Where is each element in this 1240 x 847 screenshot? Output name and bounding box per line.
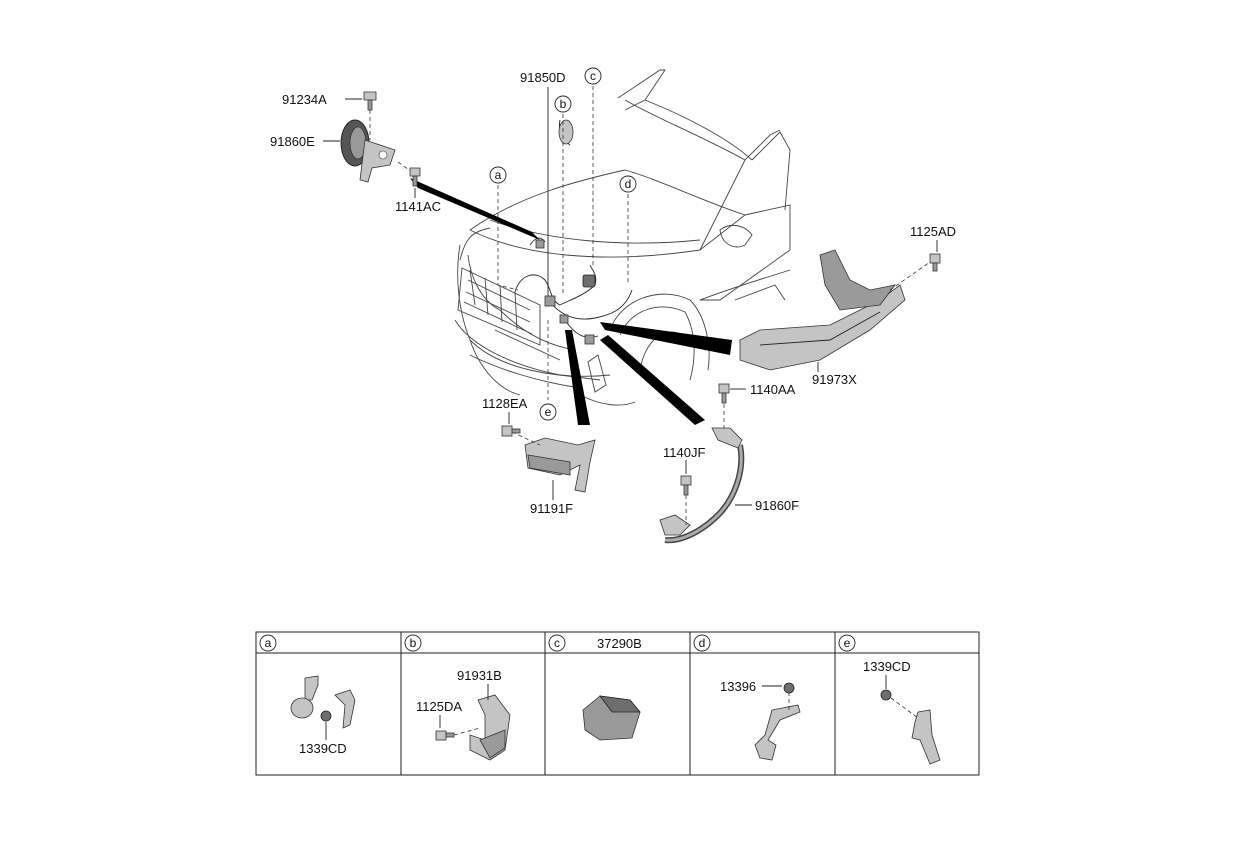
label-91234A: 91234A xyxy=(282,92,327,107)
part-91191F-bracket xyxy=(511,431,596,493)
callout-b: b xyxy=(554,95,572,113)
svg-text:e: e xyxy=(844,636,851,650)
wiring-harness xyxy=(514,119,633,345)
label-91860E: 91860E xyxy=(270,134,315,149)
callout-d: d xyxy=(619,175,637,193)
leader-wedge-91973X xyxy=(600,322,732,355)
table-header-b: b xyxy=(404,634,422,652)
label-91860F: 91860F xyxy=(755,498,799,513)
bolt-1140AA-icon xyxy=(718,383,730,404)
callout-e: e xyxy=(539,403,557,421)
bolt-1141AC-icon xyxy=(409,167,421,187)
leader-wedge-91860F xyxy=(600,335,705,425)
svg-text:c: c xyxy=(590,69,596,83)
label-1125AD: 1125AD xyxy=(910,224,956,239)
bolt-91234A-icon xyxy=(363,91,377,111)
cell-b-label2: 1125DA xyxy=(416,699,462,714)
label-1141AC: 1141AC xyxy=(395,199,441,214)
cell-d-bracket xyxy=(754,682,801,761)
cell-d-label: 13396 xyxy=(720,679,756,694)
svg-text:b: b xyxy=(410,636,417,650)
label-91850D: 91850D xyxy=(520,70,566,85)
svg-text:a: a xyxy=(265,636,272,650)
cell-a-label: 1339CD xyxy=(299,741,347,756)
svg-text:e: e xyxy=(545,405,552,419)
part-91860E-grommet xyxy=(340,110,413,183)
cell-e-bracket xyxy=(880,689,941,765)
label-1140JF: 1140JF xyxy=(663,445,705,460)
table-header-c-title: 37290B xyxy=(597,636,642,651)
callout-a: a xyxy=(489,166,507,184)
table-header-d: d xyxy=(693,634,711,652)
callout-c: c xyxy=(584,67,602,85)
cell-b-parts xyxy=(435,694,511,761)
svg-text:d: d xyxy=(699,636,706,650)
svg-text:b: b xyxy=(560,97,567,111)
detail-table: a b c 37290B d e 1339CD xyxy=(255,631,980,776)
label-1140AA: 1140AA xyxy=(750,382,796,397)
svg-text:a: a xyxy=(495,168,502,182)
cell-c-relay-box xyxy=(582,695,641,741)
bolt-1125AD-icon xyxy=(929,253,941,272)
cell-b-label1: 91931B xyxy=(457,668,502,683)
label-1128EA: 1128EA xyxy=(482,396,528,411)
table-header-c: c 37290B xyxy=(548,634,642,652)
part-91973X-protector xyxy=(739,249,931,371)
table-header-a: a xyxy=(259,634,277,652)
bolt-1128EA-icon xyxy=(501,425,521,437)
part-91860F-cable xyxy=(659,404,745,544)
leader-wedge-91860E xyxy=(410,178,540,240)
table-header-e: e xyxy=(838,634,856,652)
leader-wedge-91191F xyxy=(565,330,590,425)
svg-text:d: d xyxy=(625,177,632,191)
cell-e-label: 1339CD xyxy=(863,659,911,674)
label-91191F: 91191F xyxy=(530,501,573,516)
label-91973X: 91973X xyxy=(812,372,857,387)
bolt-1140JF-icon xyxy=(680,475,692,496)
cell-a-parts xyxy=(290,675,356,729)
svg-text:c: c xyxy=(554,636,560,650)
